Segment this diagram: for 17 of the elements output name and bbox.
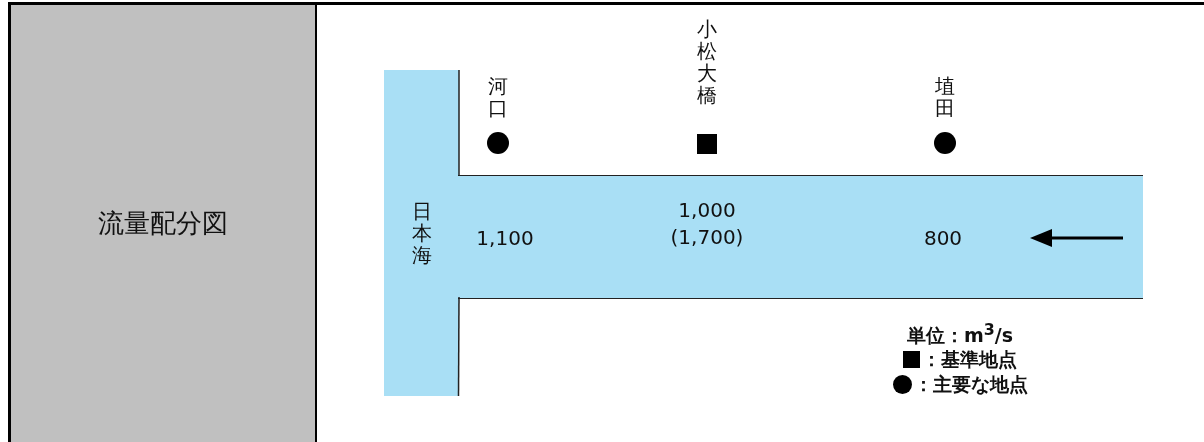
station-name: 河口 bbox=[488, 75, 508, 119]
sea-name: 日本海 bbox=[411, 200, 432, 266]
river-band bbox=[458, 175, 1143, 299]
square-marker bbox=[697, 134, 717, 154]
sea-band bbox=[384, 70, 459, 396]
circle-marker bbox=[934, 132, 956, 154]
circle-marker bbox=[487, 132, 509, 154]
flow-value: 1,000 (1,700) bbox=[669, 197, 745, 251]
flow-value: 1,100 bbox=[475, 224, 535, 252]
legend-text: ：基準地点 bbox=[922, 346, 1017, 372]
unit-note: 単位：m$^{3}$/s bbox=[906, 319, 1014, 349]
cell-label: 流量配分図 bbox=[98, 207, 228, 240]
legend-text: ：主要な地点 bbox=[913, 371, 1028, 397]
station-name: 小松大橋 bbox=[697, 18, 717, 106]
flow-value: 800 bbox=[922, 224, 964, 252]
station-name: 埴田 bbox=[935, 75, 955, 119]
title-cell bbox=[11, 5, 315, 442]
